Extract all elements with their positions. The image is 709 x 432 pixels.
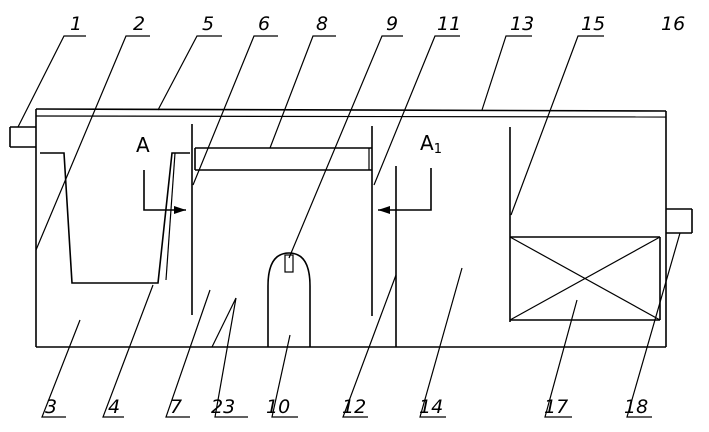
label-4: 4 — [108, 396, 120, 418]
outlet-pipe — [666, 208, 693, 234]
label-15: 15 — [581, 13, 605, 35]
label-2: 2 — [133, 13, 145, 35]
label-12: 12 — [342, 396, 366, 418]
distribution-pipe — [194, 147, 372, 171]
section-label-a1: A1 — [420, 131, 442, 157]
label-9: 9 — [386, 13, 398, 35]
label-3: 3 — [45, 396, 57, 418]
section-marker-a1: A1 — [378, 131, 442, 214]
label-8: 8 — [316, 13, 328, 35]
bottom-callouts: 3 4 7 23 10 12 14 17 18 — [41, 232, 681, 418]
section-label-a: A — [136, 133, 150, 157]
label-17: 17 — [544, 396, 568, 418]
section-marker-a: A — [136, 133, 186, 214]
label-23: 23 — [211, 396, 235, 418]
inlet-pipe — [9, 126, 36, 148]
top-callouts: 1 2 5 6 8 9 11 13 15 16 — [17, 13, 685, 259]
label-11: 11 — [437, 13, 461, 35]
label-18: 18 — [624, 396, 648, 418]
trough-inner-wall — [165, 152, 176, 281]
filter-media — [509, 236, 661, 321]
label-7: 7 — [170, 396, 182, 418]
label-5: 5 — [202, 13, 214, 35]
tank-body — [35, 108, 667, 348]
label-10: 10 — [266, 396, 290, 418]
arched-opening — [267, 252, 311, 347]
vent-stub — [284, 254, 294, 273]
label-13: 13 — [510, 13, 534, 35]
label-6: 6 — [258, 13, 270, 35]
label-14: 14 — [419, 396, 443, 418]
label-16: 16 — [661, 13, 685, 35]
label-1: 1 — [70, 13, 82, 35]
